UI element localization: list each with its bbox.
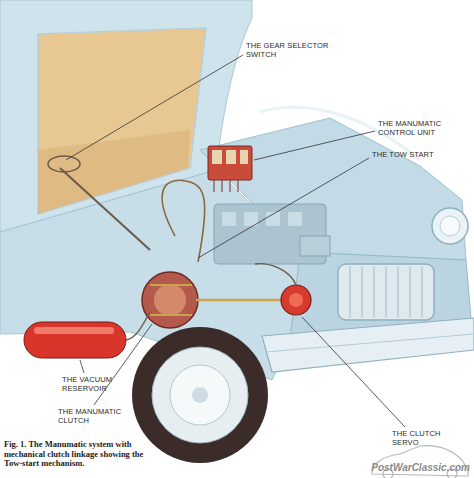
grille [386,266,387,318]
part-label: THE VACUUM RESERVOIR [62,376,122,393]
control-unit [222,180,223,192]
steering-column [48,156,80,172]
wheel [192,387,208,403]
leader-line [254,131,375,160]
clutch-servo [255,264,296,285]
leader-line [302,317,405,427]
wheel [132,327,268,463]
bumper [262,318,474,372]
grille [338,264,434,320]
control-unit [230,180,231,192]
watermark: PostWarClassic.com [371,462,470,473]
grille [350,266,351,318]
leader-line [66,55,405,427]
leader-line [94,324,152,405]
tow-start-cable [162,180,205,262]
watermark-car [372,446,468,478]
steering-column [48,156,150,250]
clutch-servo [289,293,303,307]
car-body [0,0,472,380]
leader-line [198,158,369,258]
grille [338,264,434,320]
grille [410,266,411,318]
part-label: THE GEAR SELECTOR SWITCH [246,42,336,59]
figure-caption: Fig. 1. The Manumatic system with mechan… [4,440,154,469]
vacuum-reservoir [126,312,150,340]
manumatic-clutch [154,284,186,316]
wheel [132,327,268,463]
engine [214,204,330,264]
grille [362,266,363,318]
engine [300,236,330,256]
headlamp [432,208,468,244]
wheel [170,365,230,425]
clutch-servo [281,285,311,315]
vacuum-reservoir [24,322,126,358]
control-unit [208,146,252,180]
control-unit [238,180,239,192]
part-label: THE CLUTCH SERVO [392,430,448,447]
tow-start-cable [162,180,205,262]
engine [288,212,302,226]
control-unit [212,150,222,164]
steering-column [60,168,150,250]
wheel [152,347,248,443]
manumatic-clutch [150,285,192,315]
vacuum-reservoir [34,327,114,334]
manumatic-clutch [196,299,282,302]
grille [398,266,399,318]
headlamp [432,208,468,244]
part-label: THE TOW START [372,151,434,160]
vacuum-reservoir [24,312,150,358]
bumper [262,318,474,372]
engine [222,212,236,226]
control-unit [240,150,248,164]
grille [422,266,423,318]
car-body [0,170,300,380]
leader-line [80,360,84,373]
part-label: THE MANUMATIC CONTROL UNIT [378,120,458,137]
leader-line [66,55,243,160]
manumatic-clutch [142,272,198,328]
control-unit [226,150,236,164]
part-label: THE MANUMATIC CLUTCH [58,408,126,425]
manumatic-clutch [142,272,282,328]
control-unit [208,146,252,192]
headlamp [440,216,460,236]
bumper [266,334,474,352]
control-unit [214,180,215,192]
clutch-servo [255,264,311,315]
grille [374,266,375,318]
